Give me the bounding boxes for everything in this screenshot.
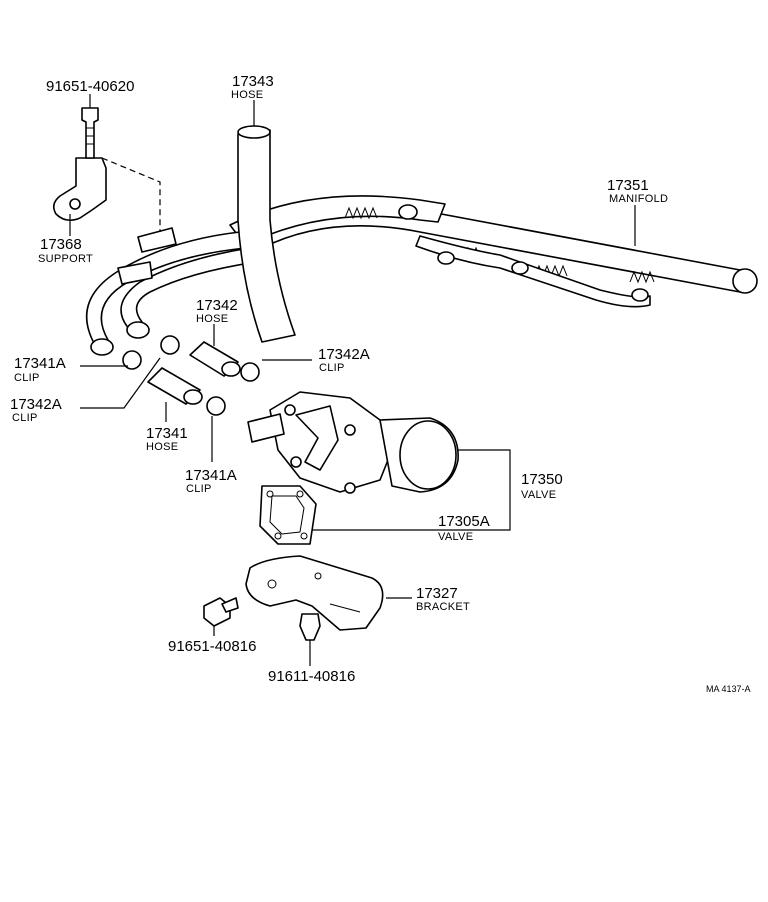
- short-hoses-drawing: [147, 341, 241, 405]
- callout-clip-left-2: 17342A CLIP: [10, 396, 62, 424]
- part-name-clip-right: CLIP: [319, 362, 345, 374]
- callout-hose-mid: 17342 HOSE: [196, 297, 238, 325]
- reference-code: MA 4137-A: [706, 684, 751, 694]
- part-no-17341A-low: 17341A: [185, 467, 237, 484]
- part-name-hose-mid: HOSE: [196, 313, 228, 325]
- callout-clip-low: 17341A CLIP: [185, 467, 237, 495]
- part-no-17342: 17342: [196, 297, 238, 314]
- part-name-bracket: BRACKET: [416, 601, 470, 613]
- gasket-17305A-drawing: [259, 485, 317, 545]
- callout-bolt-top: 91651-40620: [46, 78, 134, 95]
- part-no-17351: 17351: [607, 177, 649, 194]
- part-name-valve-main: VALVE: [521, 489, 556, 501]
- part-no-17341A-left: 17341A: [14, 355, 66, 372]
- callout-valve-main: 17350 VALVE: [521, 471, 563, 501]
- callout-bolt-left: 91651-40816: [168, 638, 256, 655]
- part-no-17350: 17350: [521, 471, 563, 488]
- part-name-valve-gasket: VALVE: [438, 531, 473, 543]
- part-name-clip-left-1: CLIP: [14, 372, 40, 384]
- callout-support: 17368 SUPPORT: [38, 236, 93, 265]
- part-no-91651-40816: 91651-40816: [168, 638, 256, 655]
- part-no-17342A-left: 17342A: [10, 396, 62, 413]
- clips-drawing: [122, 335, 260, 416]
- part-no-17341: 17341: [146, 425, 188, 442]
- callout-hose-top: 17343 HOSE: [231, 73, 274, 101]
- callout-clip-mid-right: 17342A CLIP: [318, 346, 370, 374]
- part-no-17368: 17368: [40, 236, 82, 253]
- callout-bracket: 17327 BRACKET: [416, 585, 470, 613]
- part-no-91611-40816: 91611-40816: [268, 668, 355, 685]
- bracket-17327-drawing: [245, 555, 384, 631]
- valve-17350-drawing: [247, 391, 459, 494]
- part-name-manifold: MANIFOLD: [609, 193, 668, 205]
- part-name-hose-low: HOSE: [146, 441, 178, 453]
- callout-manifold: 17351 MANIFOLD: [607, 177, 668, 205]
- part-name-clip-low: CLIP: [186, 483, 212, 495]
- part-no-17342A-right: 17342A: [318, 346, 370, 363]
- part-name-clip-left-2: CLIP: [12, 412, 38, 424]
- part-name-hose-top: HOSE: [231, 89, 263, 101]
- part-no-17343: 17343: [232, 73, 274, 90]
- support-bracket-drawing: [52, 107, 161, 232]
- callout-hose-low: 17341 HOSE: [146, 425, 188, 453]
- callout-bolt-bottom: 91611-40816: [268, 668, 355, 685]
- part-no-17327: 17327: [416, 585, 458, 602]
- leader-lines: [69, 94, 636, 666]
- part-name-support: SUPPORT: [38, 253, 93, 265]
- part-no-17305A: 17305A: [438, 513, 490, 530]
- callout-valve-gasket: 17305A VALVE: [438, 513, 490, 543]
- bolts-bottom-drawing: [203, 597, 321, 641]
- left-hoses: [85, 227, 257, 356]
- manifold-pipe: [229, 195, 758, 308]
- callout-clip-left-1: 17341A CLIP: [14, 355, 66, 384]
- part-no-91651-40620: 91651-40620: [46, 78, 134, 95]
